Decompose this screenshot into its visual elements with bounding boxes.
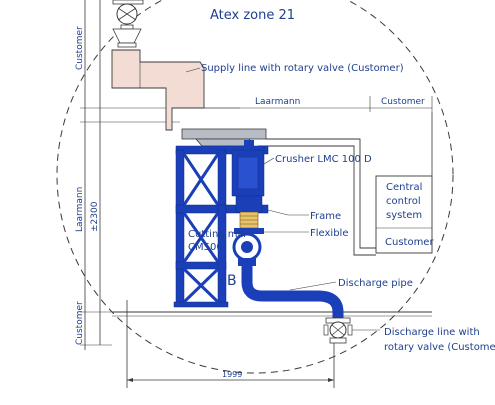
crusher-leader <box>263 157 275 165</box>
flexible-ribs <box>240 215 258 225</box>
control-label-2: control <box>386 196 421 207</box>
frame-bracing <box>182 153 220 304</box>
frame-leader <box>267 209 289 216</box>
supply-chute <box>111 49 205 131</box>
control-cable-2 <box>258 145 376 256</box>
scope-label-laarmann: Laarmann <box>255 97 300 107</box>
cutting-mill <box>232 228 264 266</box>
discharge-line-label-2: rotary valve (Customer) <box>384 342 495 353</box>
discharge-pipe-label: Discharge pipe <box>338 278 413 289</box>
control-label-customer: Customer <box>385 237 434 248</box>
top-rotary-valve <box>112 0 144 48</box>
cutting-mill-label-2: CM500 <box>188 242 223 253</box>
control-cable-1 <box>266 138 376 249</box>
scope-label-customer: Customer <box>381 97 425 107</box>
side-label-laarmann: Laarmann <box>75 187 85 232</box>
machine-frame <box>173 145 269 308</box>
discharge-pipe-leader <box>289 281 337 291</box>
discharge-pipe <box>241 266 344 322</box>
crusher-unit <box>231 140 265 213</box>
side-label-customer-top: Customer <box>75 26 85 70</box>
discharge-line-label-1: Discharge line with <box>384 327 480 338</box>
bottom-rotary-valve <box>323 317 353 344</box>
supply-line-leader <box>185 67 201 73</box>
central-control-box <box>375 175 433 254</box>
width-dim-value: 1999 <box>222 370 242 379</box>
atex-zone-boundary <box>56 0 454 374</box>
side-label-customer-bottom: Customer <box>75 301 85 345</box>
crusher-label: Crusher LMC 100 D <box>275 154 372 165</box>
width-dim-arrow-right <box>328 378 334 382</box>
frame-label: Frame <box>310 211 341 222</box>
side-label-height: ±2300 <box>90 201 100 232</box>
cutting-mill-label-1: Cutting mill <box>188 229 246 240</box>
control-label-1: Central <box>386 182 422 193</box>
point-b-label: B <box>227 273 237 289</box>
width-dim-arrow-left <box>127 378 133 382</box>
feed-plate-hopper <box>195 138 251 147</box>
feed-plate <box>181 128 267 140</box>
zone-title: Atex zone 21 <box>210 8 295 23</box>
control-label-3: system <box>386 210 422 221</box>
flexible-label: Flexible <box>310 228 348 239</box>
supply-line-label: Supply line with rotary valve (Customer) <box>201 63 404 74</box>
